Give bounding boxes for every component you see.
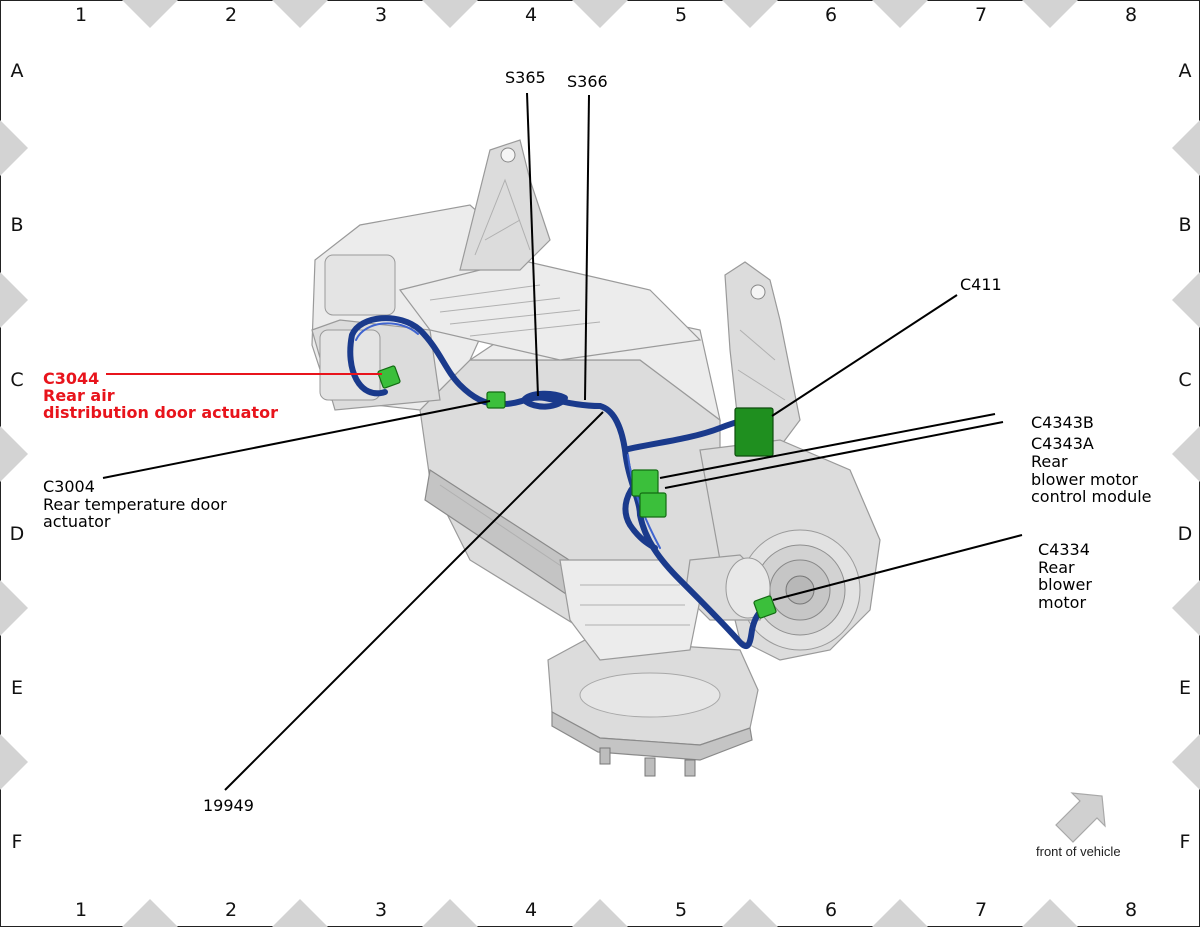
label-c4334-desc: motor bbox=[1038, 593, 1086, 612]
label-harness: 19949 bbox=[203, 796, 254, 815]
row-label: F bbox=[1180, 831, 1191, 853]
label-c411: C411 bbox=[960, 275, 1002, 294]
connector-c4343b bbox=[631, 469, 659, 497]
row-label: B bbox=[10, 214, 23, 236]
row-label: A bbox=[1179, 60, 1192, 82]
row-label: A bbox=[11, 60, 24, 82]
rear-hvac-unit-illustration bbox=[311, 139, 881, 777]
label-c3044-desc: distribution door actuator bbox=[43, 403, 278, 422]
row-label: C bbox=[1178, 369, 1191, 391]
col-label: 6 bbox=[825, 4, 837, 26]
front-of-vehicle-label: front of vehicle bbox=[1036, 844, 1121, 859]
col-label: 8 bbox=[1125, 899, 1137, 921]
col-label: 1 bbox=[75, 899, 87, 921]
leader-lines bbox=[102, 92, 1023, 791]
col-label: 4 bbox=[525, 4, 537, 26]
label-c4334-desc: Rear bbox=[1038, 558, 1075, 577]
label-c4343a-desc: Rear bbox=[1031, 452, 1068, 471]
col-label: 7 bbox=[975, 899, 987, 921]
connector-c4334 bbox=[753, 595, 777, 619]
row-label: E bbox=[1179, 677, 1191, 699]
row-label: E bbox=[11, 677, 23, 699]
col-label: 3 bbox=[375, 899, 387, 921]
col-label: 5 bbox=[675, 4, 687, 26]
row-label: C bbox=[10, 369, 23, 391]
connector-c3044 bbox=[377, 365, 401, 389]
row-label: B bbox=[1178, 214, 1191, 236]
col-label: 5 bbox=[675, 899, 687, 921]
label-c3004-desc: actuator bbox=[43, 512, 111, 531]
connectors bbox=[377, 365, 777, 619]
front-of-vehicle-indicator: front of vehicle bbox=[1036, 792, 1121, 859]
row-label: D bbox=[1178, 523, 1193, 545]
connector-c4343a bbox=[639, 492, 667, 518]
connector-c3004 bbox=[486, 391, 506, 409]
col-label: 6 bbox=[825, 899, 837, 921]
row-label: D bbox=[10, 523, 25, 545]
label-s365: S365 bbox=[505, 68, 546, 87]
col-label: 7 bbox=[975, 4, 987, 26]
row-labels-left: A B C D E F bbox=[10, 60, 25, 853]
callout-labels: S365 S366 C411 C4343B C4343A Rear blower… bbox=[43, 68, 1152, 815]
row-label: F bbox=[12, 831, 23, 853]
label-c4343b: C4343B bbox=[1031, 413, 1094, 432]
label-c3004-desc: Rear temperature door bbox=[43, 495, 227, 514]
col-label: 4 bbox=[525, 899, 537, 921]
label-c4343a: C4343A bbox=[1031, 434, 1094, 453]
label-c3044: C3044 bbox=[43, 369, 99, 388]
label-c4343a-desc: control module bbox=[1031, 487, 1152, 506]
label-c4334: C4334 bbox=[1038, 540, 1090, 559]
row-labels-right: A B C D E F bbox=[1178, 60, 1193, 853]
connector-c411 bbox=[734, 407, 774, 457]
label-c4334-desc: blower bbox=[1038, 575, 1092, 594]
label-c4343a-desc: blower motor bbox=[1031, 470, 1138, 489]
column-labels-bottom: 1 2 3 4 5 6 7 8 bbox=[75, 899, 1137, 921]
column-labels-top: 1 2 3 4 5 6 7 8 bbox=[75, 4, 1137, 26]
label-s366: S366 bbox=[567, 72, 608, 91]
direction-arrow-icon bbox=[1055, 792, 1106, 843]
col-label: 8 bbox=[1125, 4, 1137, 26]
col-label: 2 bbox=[225, 899, 237, 921]
col-label: 3 bbox=[375, 4, 387, 26]
label-c3044-desc: Rear air bbox=[43, 386, 115, 405]
col-label: 2 bbox=[225, 4, 237, 26]
col-label: 1 bbox=[75, 4, 87, 26]
label-c3004: C3004 bbox=[43, 477, 95, 496]
